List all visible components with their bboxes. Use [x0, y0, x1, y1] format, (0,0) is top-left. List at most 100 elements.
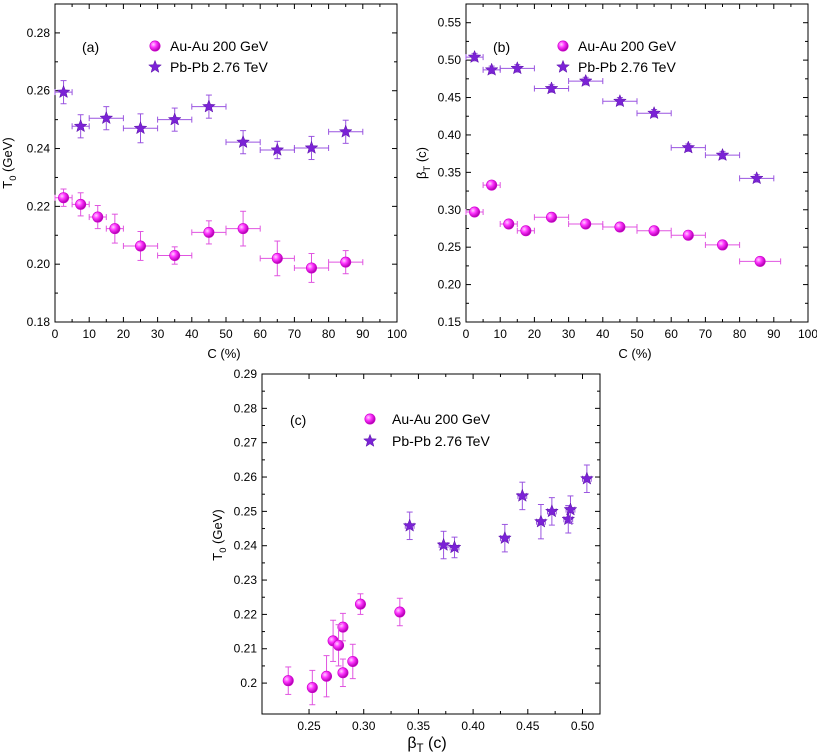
x-tick-label: 80	[733, 327, 747, 341]
legend-marker-circle	[364, 413, 376, 425]
x-tick-label: 10	[494, 327, 508, 341]
data-point-star	[561, 511, 576, 526]
data-point-circle	[754, 255, 766, 267]
data-point-star	[544, 81, 559, 95]
x-tick-label: 40	[596, 327, 610, 341]
x-tick-label: 0.25	[297, 719, 321, 733]
x-tick-label: 0	[463, 327, 470, 341]
data-point-circle	[237, 223, 249, 235]
data-point-circle	[469, 206, 481, 218]
y-tick-label: 0.24	[27, 142, 51, 156]
data-point-star	[304, 140, 319, 154]
data-point-star	[236, 134, 251, 149]
data-point-circle	[169, 250, 181, 262]
x-tick-label: 0.35	[407, 719, 431, 733]
data-point-star	[647, 105, 662, 120]
x-tick-label: 60	[665, 327, 679, 341]
x-tick-label: 90	[767, 327, 781, 341]
y-tick-label: 0.20	[27, 257, 51, 271]
y-tick-label: 0.18	[27, 315, 51, 329]
data-point-star	[73, 118, 88, 133]
x-tick-label: 20	[528, 327, 542, 341]
data-point-star	[436, 537, 451, 551]
y-tick-label: 0.21	[234, 642, 258, 656]
y-tick-label: 0.30	[438, 203, 462, 217]
data-point-star	[99, 110, 114, 125]
data-point-circle	[614, 221, 626, 233]
x-tick-label: 0	[52, 327, 59, 341]
y-tick-label: 0.50	[438, 53, 462, 67]
data-point-circle	[580, 218, 592, 230]
data-point-star	[497, 530, 512, 545]
x-tick-label: 0.50	[571, 719, 595, 733]
data-point-circle	[545, 211, 557, 223]
x-tick-label: 80	[322, 327, 336, 341]
data-point-circle	[306, 682, 318, 694]
y-tick-label: 0.23	[234, 573, 258, 587]
y-tick-label: 0.40	[438, 128, 462, 142]
y-tick-label: 0.28	[27, 26, 51, 40]
legend-label: Au-Au 200 GeV	[578, 38, 677, 54]
y-tick-label: 0.26	[234, 470, 258, 484]
data-point-star	[133, 121, 148, 135]
legend-label: Pb-Pb 2.76 TeV	[170, 59, 268, 75]
data-point-circle	[58, 192, 70, 204]
x-axis-title: C (%)	[618, 346, 651, 361]
legend-marker-star	[363, 433, 377, 447]
y-tick-label: 0.55	[438, 16, 462, 30]
legend-marker-circle	[557, 40, 569, 52]
data-point-circle	[305, 262, 317, 274]
data-point-star	[715, 147, 730, 162]
panel-label: (c)	[290, 412, 306, 428]
data-point-star	[544, 504, 559, 518]
data-point-star	[515, 488, 530, 502]
x-axis-title: C (%)	[207, 346, 240, 361]
data-point-circle	[333, 639, 345, 651]
data-point-star	[579, 471, 594, 485]
y-tick-label: 0.26	[27, 84, 51, 98]
x-tick-label: 0.40	[461, 719, 485, 733]
data-point-circle	[486, 179, 498, 191]
data-point-star	[270, 142, 285, 156]
x-tick-label: 100	[798, 327, 817, 341]
y-tick-label: 0.27	[234, 436, 258, 450]
y-tick-label: 0.22	[234, 607, 258, 621]
data-point-star	[578, 73, 593, 87]
data-point-star	[167, 112, 182, 126]
x-tick-label: 70	[699, 327, 713, 341]
panel-label: (a)	[82, 39, 99, 55]
data-point-circle	[109, 223, 121, 235]
legend-label: Au-Au 200 GeV	[170, 38, 269, 54]
data-point-star	[749, 171, 764, 185]
y-tick-label: 0.15	[438, 315, 462, 329]
y-tick-label: 0.25	[234, 504, 258, 518]
x-tick-label: 60	[254, 327, 268, 341]
data-point-star	[467, 49, 482, 64]
data-point-star	[612, 93, 627, 108]
x-tick-label: 0.45	[516, 719, 540, 733]
data-point-circle	[337, 621, 349, 633]
x-axis-title: βT (c)	[407, 735, 446, 755]
data-point-circle	[347, 655, 359, 667]
data-point-circle	[520, 225, 532, 237]
data-point-circle	[337, 667, 349, 679]
data-point-star	[681, 140, 696, 154]
data-point-star	[56, 84, 71, 99]
data-point-circle	[75, 198, 87, 210]
x-tick-label: 40	[185, 327, 199, 341]
x-tick-label: 0.30	[352, 719, 376, 733]
legend-marker-star	[556, 59, 570, 73]
data-point-circle	[92, 211, 104, 223]
plot-frame	[261, 373, 601, 715]
data-point-star	[484, 62, 499, 76]
y-axis-title: T0 (GeV)	[210, 509, 228, 560]
x-tick-label: 30	[151, 327, 165, 341]
data-point-star	[201, 99, 216, 113]
y-tick-label: 0.25	[438, 240, 462, 254]
x-tick-label: 10	[83, 327, 97, 341]
data-point-star	[563, 502, 578, 516]
data-point-circle	[716, 239, 728, 251]
